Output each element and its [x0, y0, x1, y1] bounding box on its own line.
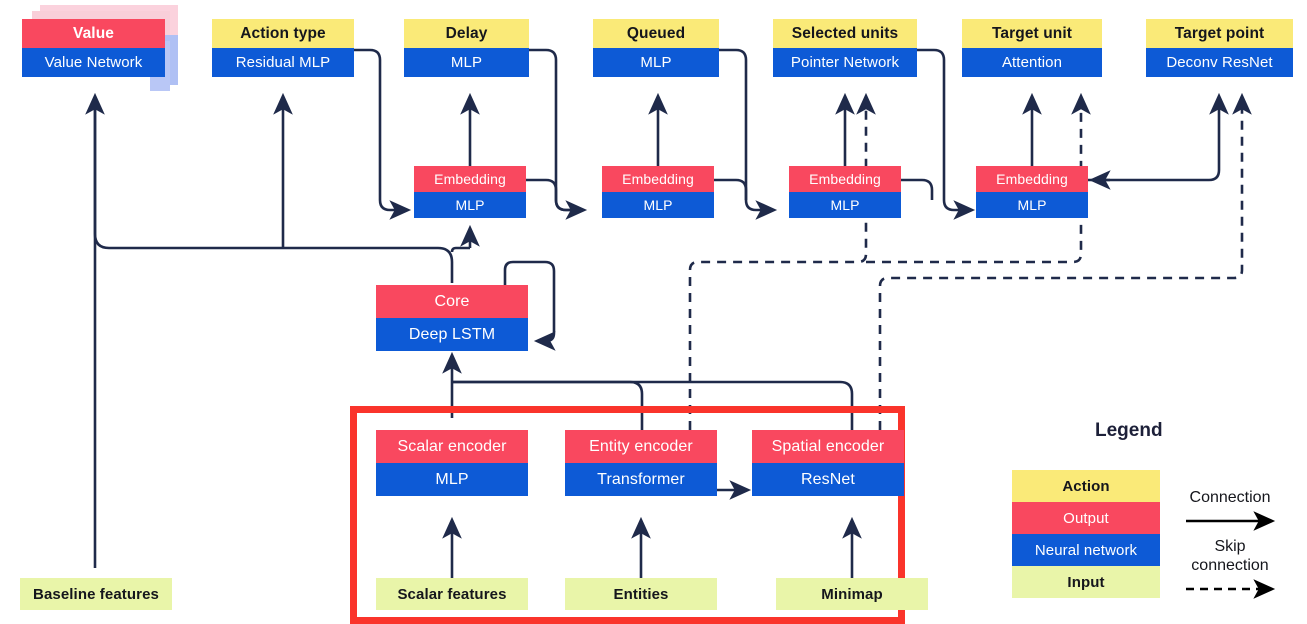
output-net-label: Residual MLP — [212, 48, 354, 77]
output-node-action-type[interactable]: Action type Residual MLP — [212, 19, 354, 77]
encoder-head-label: Entity encoder — [565, 430, 717, 463]
legend-swatch-action: Action — [1012, 470, 1160, 502]
core-node[interactable]: Core Deep LSTM — [376, 285, 528, 351]
output-head-label: Target point — [1146, 19, 1293, 48]
embedding-node-3[interactable]: Embedding MLP — [789, 166, 901, 218]
output-head-label: Delay — [404, 19, 529, 48]
input-label: Baseline features — [20, 578, 172, 610]
encoder-net-label: ResNet — [752, 463, 904, 496]
embedding-net-label: MLP — [602, 192, 714, 218]
output-node-value[interactable]: Value Value Network — [22, 19, 165, 77]
output-head-label: Target unit — [962, 19, 1102, 48]
embedding-head-label: Embedding — [414, 166, 526, 192]
legend-swatch-stack: Action Output Neural network Input — [1012, 470, 1160, 598]
embedding-head-label: Embedding — [602, 166, 714, 192]
legend-swatch-neural-network: Neural network — [1012, 534, 1160, 566]
output-node-target-unit[interactable]: Target unit Attention — [962, 19, 1102, 77]
legend-connection-label: Connection — [1189, 489, 1271, 506]
output-net-label: MLP — [593, 48, 719, 77]
embedding-net-label: MLP — [976, 192, 1088, 218]
encoder-head-label: Spatial encoder — [752, 430, 904, 463]
output-head-label: Action type — [212, 19, 354, 48]
output-node-target-point[interactable]: Target point Deconv ResNet — [1146, 19, 1293, 77]
encoder-node-entity[interactable]: Entity encoder Transformer — [565, 430, 717, 496]
core-net-label: Deep LSTM — [376, 318, 528, 351]
input-node-scalar-features[interactable]: Scalar features — [376, 578, 528, 610]
output-head-label: Queued — [593, 19, 719, 48]
output-head-label: Selected units — [773, 19, 917, 48]
legend-title: Legend — [1095, 420, 1163, 441]
output-net-label: Deconv ResNet — [1146, 48, 1293, 77]
output-node-queued[interactable]: Queued MLP — [593, 19, 719, 77]
embedding-head-label: Embedding — [789, 166, 901, 192]
encoder-net-label: Transformer — [565, 463, 717, 496]
legend-connection-row: Connection — [1175, 488, 1285, 507]
core-head-label: Core — [376, 285, 528, 318]
output-net-label: Attention — [962, 48, 1102, 77]
encoder-net-label: MLP — [376, 463, 528, 496]
input-label: Minimap — [776, 578, 928, 610]
embedding-net-label: MLP — [789, 192, 901, 218]
legend-swatch-input: Input — [1012, 566, 1160, 598]
input-node-entities[interactable]: Entities — [565, 578, 717, 610]
input-node-minimap[interactable]: Minimap — [776, 578, 928, 610]
legend-skip-label-line1: Skip — [1214, 538, 1246, 555]
legend-swatch-output: Output — [1012, 502, 1160, 534]
embedding-head-label: Embedding — [976, 166, 1088, 192]
input-label: Entities — [565, 578, 717, 610]
legend-skip-row: Skip connection — [1175, 537, 1285, 575]
embedding-node-2[interactable]: Embedding MLP — [602, 166, 714, 218]
embedding-node-1[interactable]: Embedding MLP — [414, 166, 526, 218]
output-net-label: Pointer Network — [773, 48, 917, 77]
encoder-highlight-box — [350, 406, 905, 624]
encoder-head-label: Scalar encoder — [376, 430, 528, 463]
output-head-label: Value — [22, 19, 165, 48]
output-node-selected-units[interactable]: Selected units Pointer Network — [773, 19, 917, 77]
embedding-node-4[interactable]: Embedding MLP — [976, 166, 1088, 218]
legend-skip-label-line2: connection — [1191, 557, 1269, 574]
output-node-delay[interactable]: Delay MLP — [404, 19, 529, 77]
encoder-node-spatial[interactable]: Spatial encoder ResNet — [752, 430, 904, 496]
embedding-net-label: MLP — [414, 192, 526, 218]
encoder-node-scalar[interactable]: Scalar encoder MLP — [376, 430, 528, 496]
output-net-label: MLP — [404, 48, 529, 77]
input-node-baseline-features[interactable]: Baseline features — [20, 578, 172, 610]
input-label: Scalar features — [376, 578, 528, 610]
output-net-label: Value Network — [22, 48, 165, 77]
